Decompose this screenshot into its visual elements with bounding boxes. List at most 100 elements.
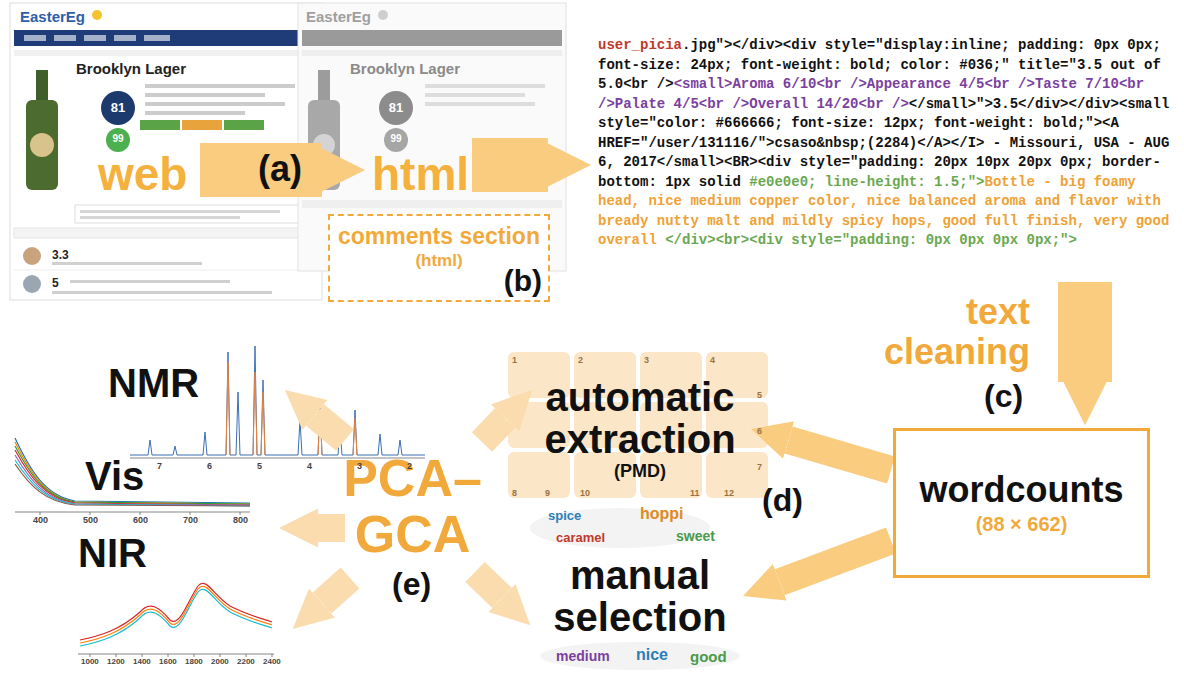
web-screenshot: [70, 280, 230, 283]
vis-spectra: [15, 446, 250, 504]
nir-spectra: [78, 654, 274, 655]
topic-number: 7: [757, 462, 762, 472]
web-screenshot: [14, 228, 314, 238]
web-screenshot: [84, 35, 106, 41]
topic-number: 9: [545, 488, 550, 498]
web-screenshot: [114, 35, 136, 41]
web-screenshot: [10, 3, 322, 300]
score-badge: 99: [384, 133, 408, 145]
web-screenshot: [224, 120, 264, 130]
comparison-arrow: [322, 578, 350, 603]
box-title: wordcounts: [920, 469, 1124, 511]
axis-tick: 1400: [133, 657, 151, 666]
nir-spectra: [80, 583, 272, 640]
web-screenshot: [54, 35, 76, 41]
score-badge: 99: [106, 133, 130, 145]
topic-tiles: [508, 352, 768, 498]
flow-arrow: [780, 541, 891, 583]
vis-spectra: [15, 512, 250, 513]
html-screenshot: [298, 3, 566, 271]
box-subtitle: (PMD): [536, 460, 744, 482]
html-screenshot: [378, 10, 388, 20]
topic-number: 4: [710, 355, 715, 365]
web-screenshot: [144, 35, 170, 41]
step-letter: (d): [762, 482, 803, 519]
comparison-arrow: [315, 415, 505, 603]
dashed-box: comments section(html)(b): [328, 214, 550, 302]
web-screenshot: [14, 270, 318, 271]
cloud-word: good: [690, 648, 727, 665]
code-text: #e0e0e0; line-height: 1.5;">: [749, 174, 984, 190]
html-screenshot: [425, 102, 535, 106]
nir-spectra: [80, 589, 272, 646]
step-letter: (a): [258, 148, 302, 189]
html-screenshot: [425, 84, 545, 88]
html-screenshot: [302, 30, 562, 46]
axis-tick: 400: [33, 515, 48, 525]
site-logo: EasterEg: [306, 8, 371, 25]
score-badge: 81: [382, 100, 410, 115]
web-screenshot: [14, 30, 318, 46]
web-screenshot: [26, 100, 58, 190]
web-screenshot: [182, 120, 222, 130]
box-title: manual selection: [544, 554, 736, 638]
step-letter: (e): [392, 566, 431, 603]
topic-number: 6: [757, 426, 762, 436]
axis-tick: 1200: [107, 657, 125, 666]
web-screenshot: [101, 91, 135, 125]
web-screenshot: [24, 35, 46, 41]
web-screenshot: [145, 93, 265, 97]
code-text: </div><br><div style="padding: 0px 0px 0…: [665, 232, 1077, 248]
process-arrow: [472, 138, 548, 192]
web-screenshot: [14, 50, 318, 56]
step-letter: (c): [984, 378, 1023, 415]
web-screenshot: [145, 84, 295, 88]
html-screenshot: [302, 200, 562, 208]
html-screenshot: [302, 50, 562, 56]
cloud-word: nice: [636, 646, 668, 664]
comparison-arrow: [315, 415, 345, 440]
axis-tick: 4: [307, 461, 312, 471]
process-arrow: [1058, 282, 1112, 382]
vis-spectra: [15, 442, 250, 504]
vis-spectra: [15, 450, 250, 505]
nir-spectra: [78, 583, 274, 657]
axis-tick: 1800: [185, 657, 203, 666]
web-screenshot: [75, 205, 315, 223]
web-screenshot: [23, 247, 41, 265]
topic-number: 3: [644, 355, 649, 365]
method-box: manual selection: [540, 550, 740, 642]
axis-tick: 5: [257, 461, 262, 471]
html-screenshot: [379, 91, 413, 125]
topic-number: 11: [690, 488, 700, 498]
vis-spectra: [15, 438, 250, 515]
score-badge: 81: [104, 100, 132, 115]
web-screenshot: [30, 133, 54, 157]
cloud-word: hoppi: [640, 505, 684, 523]
web-screenshot: [145, 111, 245, 115]
html-screenshot: [318, 70, 330, 100]
page-title: Brooklyn Lager: [350, 60, 460, 77]
web-screenshot: [80, 210, 280, 213]
axis-tick: 3: [357, 461, 362, 471]
spectrum-name: NIR: [78, 530, 147, 576]
topic-number: 10: [580, 488, 590, 498]
page-title: Brooklyn Lager: [76, 60, 186, 77]
nir-spectra: [80, 586, 272, 643]
spectrum-name: NMR: [108, 360, 199, 406]
axis-tick: 7: [157, 461, 162, 471]
axis-tick: 2: [407, 461, 412, 471]
web-screenshot: [36, 70, 48, 100]
cloud-word: medium: [556, 648, 610, 664]
html-screenshot: [298, 3, 566, 271]
box-title: automatic extraction: [536, 376, 744, 460]
web-screenshot: [140, 120, 180, 130]
process-arrow: [200, 143, 322, 197]
web-screenshot: [52, 262, 202, 265]
nir-spectra: [90, 654, 272, 657]
topic-number: 5: [757, 390, 762, 400]
word-cloud: [530, 508, 740, 670]
step-caption: text cleaning: [862, 292, 1030, 372]
word-cloud: [540, 642, 740, 670]
flow-arrow: [789, 440, 891, 470]
